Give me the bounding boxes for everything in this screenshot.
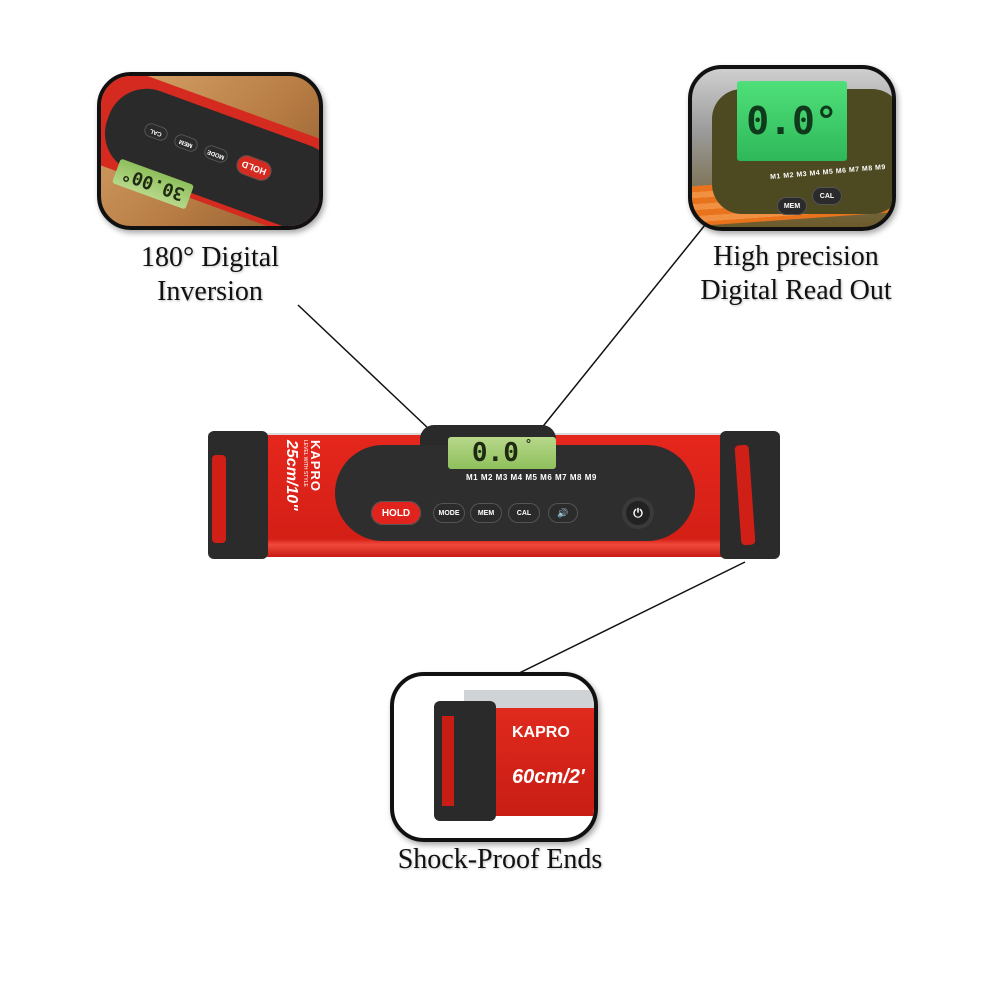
label-line: High precision [713, 241, 879, 272]
callout-mem-button: MEM [777, 197, 807, 215]
tagline: LEVEL WITH STYLE [302, 440, 309, 487]
power-icon: ⏻ [633, 505, 643, 520]
callout-line-inversion [297, 304, 431, 431]
label-line: Inversion [157, 276, 263, 307]
label-line: 180° Digital [141, 242, 279, 273]
callout-lcd: 0.0° [737, 81, 847, 161]
label-line: Shock-Proof Ends [397, 844, 603, 875]
callout-inversion-image: 30.00° HOLD MODE MEM CAL [97, 72, 323, 230]
callout-ends-label: Shock-Proof Ends [370, 843, 630, 877]
speaker-icon: 🔊 [557, 507, 569, 518]
callout-brand: KAPRO [512, 724, 570, 741]
callout-ends-image: KAPRO 60cm/2' [390, 672, 598, 842]
mode-button[interactable]: MODE [433, 503, 465, 523]
power-button[interactable]: ⏻ [626, 501, 650, 525]
sound-button[interactable]: 🔊 [548, 503, 578, 523]
brand-logo: KAPRO [308, 440, 324, 492]
lcd-value: 0.0 [471, 438, 519, 468]
callout-readout-image: 0.0° M1 M2 M3 M4 M5 M6 M7 M8 M9 MEM CAL [688, 65, 896, 231]
callout-line-readout [539, 224, 706, 431]
hold-button[interactable]: HOLD [371, 501, 421, 525]
memory-labels: M1 M2 M3 M4 M5 M6 M7 M8 M9 [466, 473, 597, 482]
brand-block: KAPRO LEVEL WITH STYLE 25cm/10" [278, 440, 328, 550]
size-label: 25cm/10" [283, 440, 301, 511]
callout-inversion-label: 180° Digital Inversion [110, 241, 310, 309]
digital-level: KAPRO LEVEL WITH STYLE 25cm/10" 0.0 ° M1… [208, 425, 780, 565]
label-line: Digital Read Out [700, 275, 892, 306]
callout-size: 60cm/2' [512, 766, 585, 788]
lcd-unit: ° [524, 437, 533, 451]
callout-line-ends [504, 561, 746, 681]
callout-readout-label: High precision Digital Read Out [680, 240, 912, 308]
cal-button[interactable]: CAL [508, 503, 540, 523]
mem-button[interactable]: MEM [470, 503, 502, 523]
callout-cal-button: CAL [812, 187, 842, 205]
lcd-screen: 0.0 ° [448, 437, 556, 469]
